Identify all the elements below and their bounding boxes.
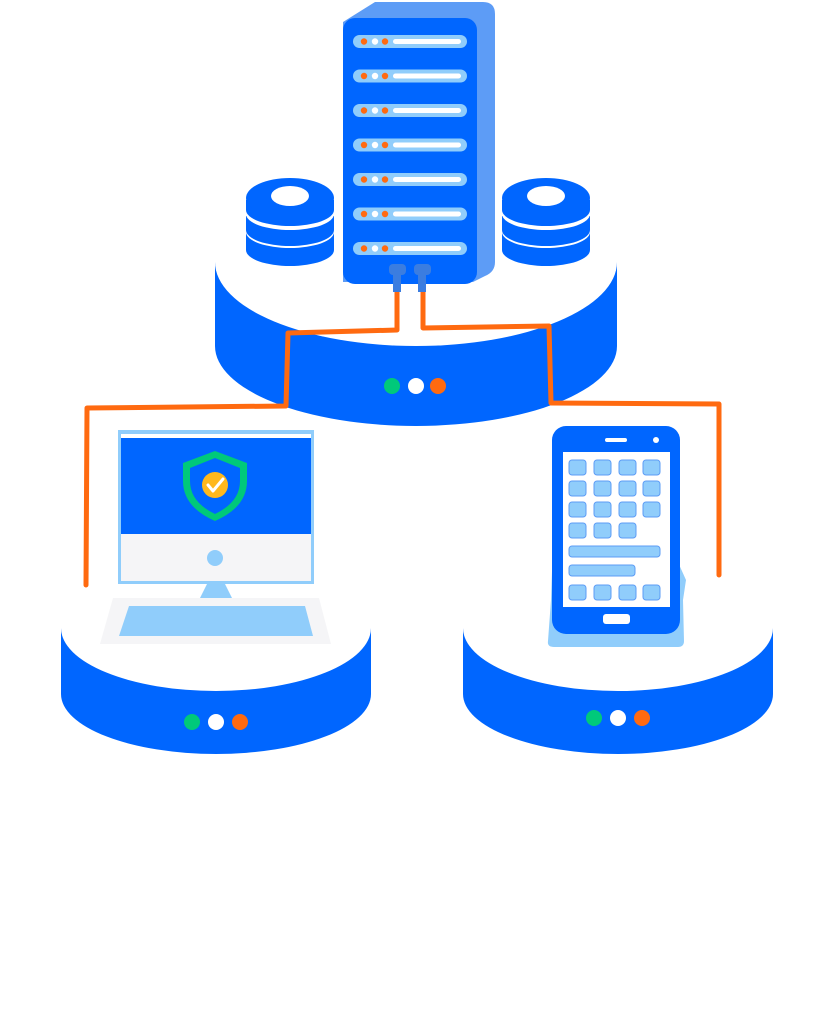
phone-widget-bar <box>568 545 661 558</box>
app-tile <box>568 480 587 497</box>
server-slot <box>353 69 467 83</box>
status-led-orange <box>430 378 446 394</box>
status-led-green <box>384 378 400 394</box>
status-led-orange <box>232 714 248 730</box>
app-tile <box>642 459 661 476</box>
phone-app-grid <box>568 459 661 539</box>
cable-to-desktop <box>83 287 400 588</box>
slot-led <box>360 245 368 252</box>
mobile-platform <box>463 565 773 754</box>
slot-led <box>371 72 379 80</box>
monitor-power-button <box>207 550 223 566</box>
slot-bar <box>393 211 461 217</box>
app-tile <box>618 522 637 539</box>
slot-led <box>381 245 389 252</box>
slot-led <box>360 210 368 218</box>
server-slot <box>353 104 467 117</box>
app-tile <box>568 522 587 539</box>
slot-led <box>381 72 389 80</box>
slot-led <box>360 176 368 183</box>
slot-bar <box>393 246 461 251</box>
app-tile <box>593 480 612 497</box>
server-slots <box>353 35 467 255</box>
server-slot <box>353 35 467 48</box>
slot-led <box>371 38 379 45</box>
database-stack-icon <box>502 178 590 266</box>
mobile-status-leds <box>586 710 650 726</box>
slot-led <box>371 210 379 218</box>
slot-led <box>371 141 379 149</box>
slot-led <box>360 72 368 80</box>
desktop-computer-icon <box>100 430 331 644</box>
slot-led <box>381 107 389 114</box>
slot-led <box>381 176 389 183</box>
app-tile <box>568 459 587 476</box>
slot-led <box>360 141 368 149</box>
app-tile <box>618 459 637 476</box>
status-led-green <box>586 710 602 726</box>
slot-led <box>360 107 368 114</box>
server-status-leds <box>384 378 446 394</box>
slot-bar <box>393 177 461 182</box>
database-stack-icon <box>246 178 334 266</box>
server-slot <box>353 138 467 152</box>
phone-widget-bar <box>568 564 636 577</box>
phone-dock <box>568 584 661 601</box>
desktop-status-leds <box>184 714 248 730</box>
app-tile <box>618 501 637 518</box>
phone-camera <box>653 437 659 443</box>
server-slot <box>353 242 467 255</box>
slot-bar <box>393 39 461 44</box>
slot-led <box>360 38 368 45</box>
app-tile <box>568 584 587 601</box>
slot-led <box>371 107 379 114</box>
app-tile <box>642 480 661 497</box>
slot-bar <box>393 73 461 79</box>
app-tile <box>593 584 612 601</box>
slot-led <box>371 176 379 183</box>
slot-led <box>381 38 389 45</box>
phone-home-button <box>603 614 630 624</box>
status-led-white <box>610 710 626 726</box>
slot-led <box>371 245 379 252</box>
status-led-green <box>184 714 200 730</box>
slot-bar <box>393 142 461 148</box>
keyboard-pad <box>119 606 313 636</box>
cable-to-mobile <box>420 287 722 578</box>
app-tile <box>618 480 637 497</box>
server-slot <box>353 207 467 221</box>
phone-speaker <box>605 438 627 442</box>
slot-bar <box>393 108 461 113</box>
app-tile <box>593 459 612 476</box>
server-rack-icon <box>343 2 495 292</box>
security-shield-icon <box>183 451 247 521</box>
slot-led <box>381 141 389 149</box>
app-tile <box>593 501 612 518</box>
app-tile <box>593 522 612 539</box>
slot-led <box>381 210 389 218</box>
app-tile <box>568 501 587 518</box>
smartphone-icon <box>547 426 686 647</box>
app-tile <box>618 584 637 601</box>
status-led-white <box>408 378 424 394</box>
server-connectors <box>389 264 431 292</box>
status-led-white <box>208 714 224 730</box>
network-cables <box>83 287 722 588</box>
server-slot <box>353 173 467 186</box>
app-tile <box>642 501 661 518</box>
status-led-orange <box>634 710 650 726</box>
monitor-stand <box>200 582 232 598</box>
app-tile <box>642 584 661 601</box>
